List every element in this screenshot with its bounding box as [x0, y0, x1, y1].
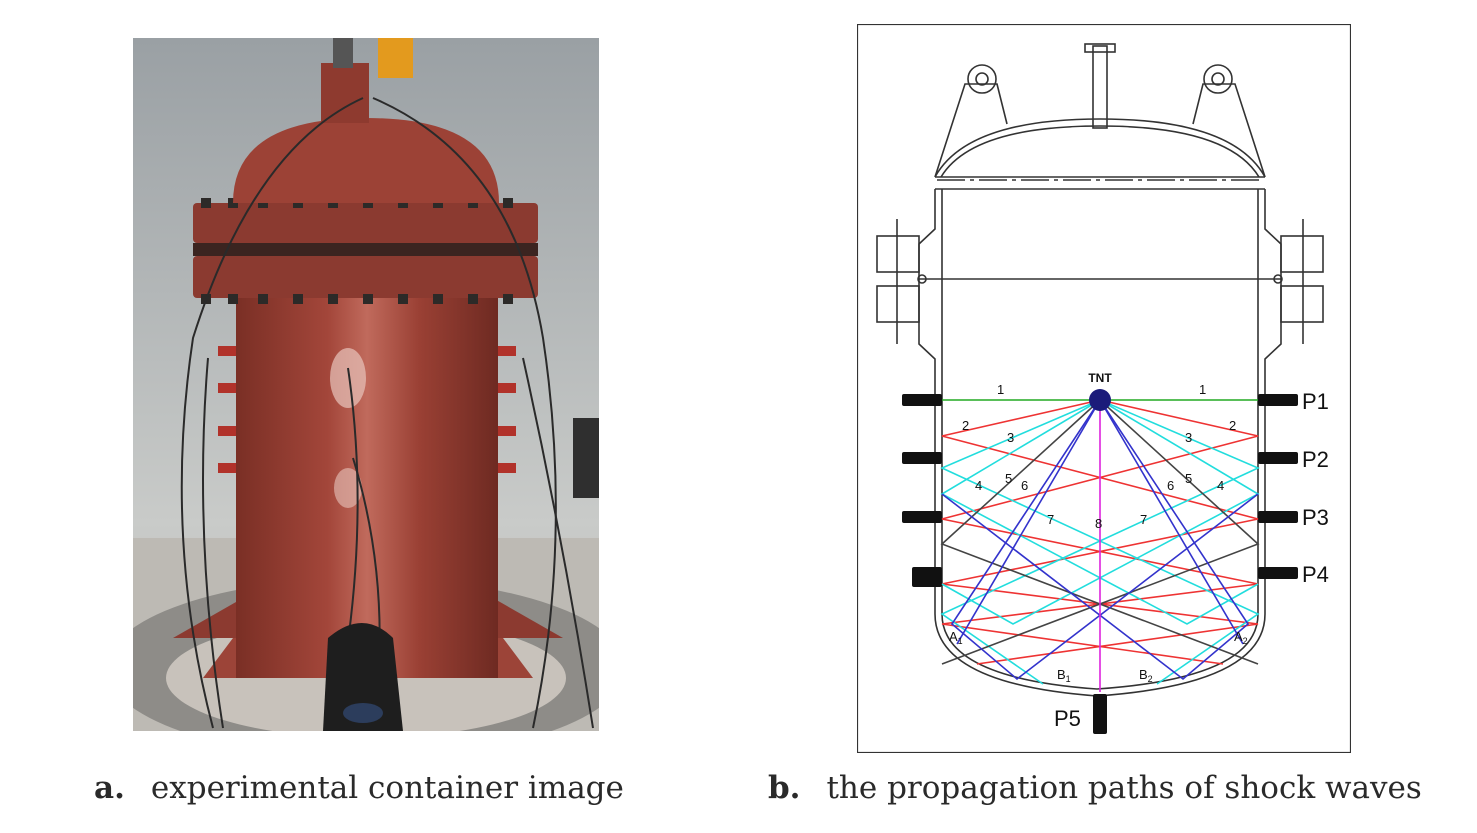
reflection-b1-label: B1 [1057, 667, 1071, 684]
sensor-label-p1: P1 [1302, 389, 1329, 414]
path-label-7-left: 7 [1047, 512, 1054, 527]
diagram-frame [856, 23, 1352, 754]
path-label-6-right: 6 [1167, 478, 1174, 493]
caption-b-label: b. [768, 770, 801, 806]
sensor-label-p5: P5 [1054, 706, 1081, 731]
path-5-6 [940, 399, 1260, 665]
reflection-a1-label: A1 [949, 629, 963, 646]
path-7 [941, 399, 1259, 681]
sensor-label-p4: P4 [1302, 562, 1329, 587]
sensor-p1-mount-right [1258, 394, 1298, 406]
caption-a-label: a. [94, 770, 125, 806]
vessel-outline [876, 43, 1324, 697]
sensor-p2-mount-right [1258, 452, 1298, 464]
tnt-charge [1089, 389, 1111, 411]
sensor-p4-mount-right [1258, 567, 1298, 579]
reflection-a2-label: A2 [1234, 629, 1248, 646]
path-label-7-right: 7 [1140, 512, 1147, 527]
wave-paths [940, 399, 1260, 692]
tnt-label: TNT [1088, 371, 1112, 385]
reflection-point-labels: A1 A2 B1 B2 [949, 629, 1248, 684]
sensor-p4-mount-left [912, 567, 942, 587]
path-label-3-right: 3 [1185, 430, 1192, 445]
caption-a-text: experimental container image [150, 770, 624, 806]
path-label-4-left: 4 [975, 478, 982, 493]
caption-a: a. experimental container image [94, 770, 624, 814]
path-label-4-right: 4 [1217, 478, 1224, 493]
path-label-3-left: 3 [1007, 430, 1014, 445]
shock-wave-path-diagram: TNT 1 1 2 2 3 3 4 4 5 5 6 6 7 7 8 A1 A2 … [856, 23, 1352, 754]
path-label-2-right: 2 [1229, 418, 1236, 433]
caption-b-text: the propagation paths of shock waves [826, 770, 1422, 806]
container-photo [106, 38, 626, 758]
sensor-mounts [902, 394, 1298, 734]
caption-b: b. the propagation paths of shock waves [768, 770, 1422, 814]
path-number-labels: 1 1 2 2 3 3 4 4 5 5 6 6 7 7 8 [962, 382, 1236, 531]
path-label-5-right: 5 [1185, 471, 1192, 486]
sensor-p3-mount-right [1258, 511, 1298, 523]
path-label-6-left: 6 [1021, 478, 1028, 493]
sensor-p1-mount [902, 394, 942, 406]
sensor-p2-mount [902, 452, 942, 464]
sensor-label-p3: P3 [1302, 505, 1329, 530]
sensor-p3-mount [902, 511, 942, 523]
path-label-1-right: 1 [1199, 382, 1206, 397]
path-label-5-left: 5 [1005, 471, 1012, 486]
sensor-label-p2: P2 [1302, 447, 1329, 472]
sensor-labels: P1 P2 P3 P4 P5 [1054, 389, 1329, 731]
path-label-1-left: 1 [997, 382, 1004, 397]
sensor-p5-mount [1093, 694, 1107, 734]
reflection-b2-label: B2 [1139, 667, 1153, 684]
path-label-8: 8 [1095, 516, 1102, 531]
path-label-2-left: 2 [962, 418, 969, 433]
